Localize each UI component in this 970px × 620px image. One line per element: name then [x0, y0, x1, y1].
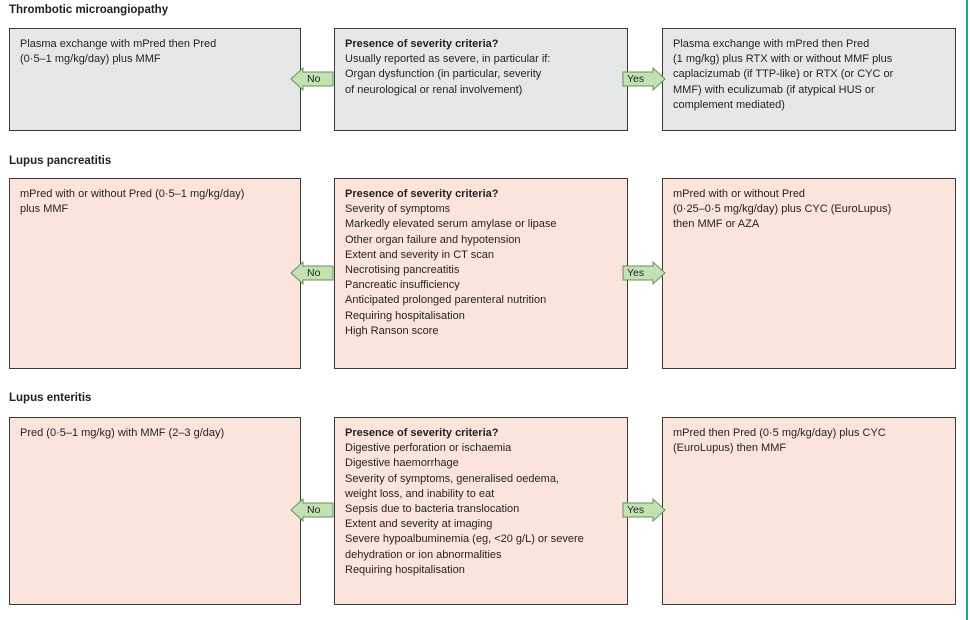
pancreatitis-severity-criteria-box: Presence of severity criteria? Severity … [334, 178, 628, 369]
tma-right-line: caplacizumab (if TTP-like) or RTX (or CY… [673, 68, 894, 81]
page-edge-accent-line [966, 0, 968, 620]
tma-criteria-line: of neurological or renal involvement) [345, 83, 523, 96]
section-title-lupus-pancreatitis: Lupus pancreatitis [9, 155, 112, 167]
enteritis-non-severe-treatment-box: Pred (0·5–1 mg/kg) with MMF (2–3 g/day) [9, 417, 301, 605]
pancreatitis-right-line: then MMF or AZA [673, 218, 760, 231]
section-title-thrombotic-microangiopathy: Thrombotic microangiopathy [9, 4, 169, 16]
tma-right-line: (1 mg/kg) plus RTX with or without MMF p… [673, 53, 893, 66]
tma-severity-criteria-box: Presence of severity criteria? Usually r… [334, 28, 628, 131]
right-arrow-icon [622, 67, 666, 91]
enteritis-criteria-line: Severity of symptoms, generalised oedema… [345, 472, 559, 485]
tma-right-line: MMF) with eculizumab (if atypical HUS or [673, 83, 875, 96]
pancreatitis-criteria-line: Markedly elevated serum amylase or lipas… [345, 218, 557, 231]
enteritis-right-line: mPred then Pred (0·5 mg/kg/day) plus CYC [673, 427, 886, 439]
enteritis-severity-criteria-box: Presence of severity criteria? Digestive… [334, 417, 628, 605]
tma-severity-question: Presence of severity criteria? [345, 38, 499, 50]
enteritis-right-line: (EuroLupus) then MMF [673, 442, 787, 455]
tma-non-severe-treatment-box: Plasma exchange with mPred then Pred (0·… [9, 28, 301, 131]
tma-criteria-line: Usually reported as severe, in particula… [345, 53, 551, 66]
left-arrow-icon [290, 498, 334, 522]
left-arrow-icon [290, 67, 334, 91]
pancreatitis-criteria-line: Other organ failure and hypotension [345, 233, 521, 246]
tma-no-label: No [307, 73, 321, 85]
pancreatitis-criteria-line: High Ranson score [345, 324, 439, 337]
tma-severe-treatment-box: Plasma exchange with mPred then Pred (1 … [662, 28, 956, 131]
enteritis-yes-label: Yes [627, 504, 645, 516]
enteritis-no-arrow: No [290, 498, 334, 522]
tma-right-line: Plasma exchange with mPred then Pred [673, 38, 870, 50]
enteritis-severe-treatment-box: mPred then Pred (0·5 mg/kg/day) plus CYC… [662, 417, 956, 605]
pancreatitis-criteria-line: Severity of symptoms [345, 203, 451, 216]
pancreatitis-yes-label: Yes [627, 267, 645, 279]
pancreatitis-left-line: mPred with or without Pred (0·5–1 mg/kg/… [20, 188, 245, 200]
pancreatitis-right-line: mPred with or without Pred [673, 188, 806, 200]
tma-left-line: (0·5–1 mg/kg/day) plus MMF [20, 53, 161, 66]
pancreatitis-no-arrow: No [290, 261, 334, 285]
tma-no-arrow: No [290, 67, 334, 91]
right-arrow-icon [622, 261, 666, 285]
pancreatitis-left-line: plus MMF [20, 203, 69, 216]
pancreatitis-no-label: No [307, 267, 321, 279]
enteritis-criteria-line: Requiring hospitalisation [345, 563, 465, 576]
enteritis-criteria-line: Severe hypoalbuminemia (eg, <20 g/L) or … [345, 533, 584, 546]
tma-yes-arrow: Yes [622, 67, 666, 91]
pancreatitis-non-severe-treatment-box: mPred with or without Pred (0·5–1 mg/kg/… [9, 178, 301, 369]
tma-yes-label: Yes [627, 73, 645, 85]
enteritis-severity-question: Presence of severity criteria? [345, 427, 499, 439]
pancreatitis-criteria-line: Extent and severity in CT scan [345, 248, 494, 261]
enteritis-no-label: No [307, 504, 321, 516]
tma-left-line: Plasma exchange with mPred then Pred [20, 38, 217, 50]
enteritis-left-line: Pred (0·5–1 mg/kg) with MMF (2–3 g/day) [20, 427, 225, 439]
enteritis-yes-arrow: Yes [622, 498, 666, 522]
enteritis-criteria-line: Extent and severity at imaging [345, 518, 493, 531]
enteritis-criteria-line: dehydration or ion abnormalities [345, 548, 502, 561]
pancreatitis-severe-treatment-box: mPred with or without Pred (0·25–0·5 mg/… [662, 178, 956, 369]
tma-right-line: complement mediated) [673, 98, 785, 111]
enteritis-criteria-line: weight loss, and inability to eat [345, 487, 495, 500]
enteritis-criteria-line: Digestive perforation or ischaemia [345, 442, 512, 455]
enteritis-criteria-line: Sepsis due to bacteria translocation [345, 503, 520, 516]
section-title-lupus-enteritis: Lupus enteritis [9, 392, 92, 404]
pancreatitis-right-line: (0·25–0·5 mg/kg/day) plus CYC (EuroLupus… [673, 203, 892, 216]
pancreatitis-criteria-line: Requiring hospitalisation [345, 309, 465, 322]
pancreatitis-yes-arrow: Yes [622, 261, 666, 285]
enteritis-criteria-line: Digestive haemorrhage [345, 457, 459, 470]
pancreatitis-criteria-line: Pancreatic insufficiency [345, 279, 460, 292]
pancreatitis-criteria-line: Anticipated prolonged parenteral nutriti… [345, 294, 547, 307]
left-arrow-icon [290, 261, 334, 285]
pancreatitis-criteria-line: Necrotising pancreatitis [345, 264, 460, 277]
tma-criteria-line: Organ dysfunction (in particular, severi… [345, 68, 542, 81]
right-arrow-icon [622, 498, 666, 522]
pancreatitis-severity-question: Presence of severity criteria? [345, 188, 499, 200]
